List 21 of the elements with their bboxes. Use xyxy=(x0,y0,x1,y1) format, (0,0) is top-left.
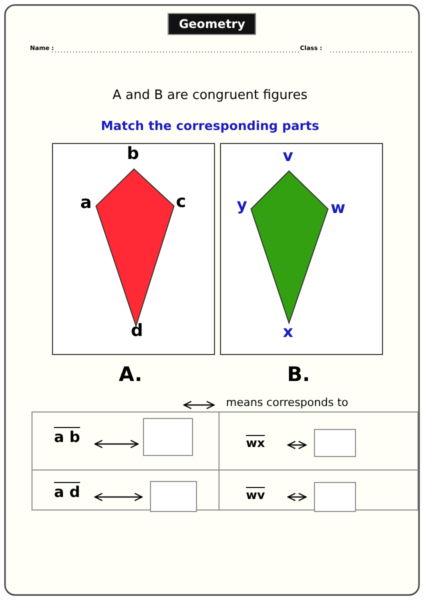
vertex-label: c xyxy=(176,194,186,211)
heading-text: A and B are congruent figures xyxy=(112,89,308,102)
figure-panel xyxy=(220,143,383,355)
figure-panel xyxy=(52,143,215,355)
vertex-label: b xyxy=(126,146,140,163)
vertex-label: w xyxy=(330,200,346,216)
segment-label: a b xyxy=(54,430,80,445)
segment-label: wx xyxy=(246,437,265,449)
legend-text: means corresponds to xyxy=(226,397,348,408)
vertex-label: a xyxy=(80,195,92,212)
segment-label: wv xyxy=(246,489,265,501)
vertex-label: d xyxy=(130,323,144,340)
vertex-label: y xyxy=(236,197,248,213)
figure-label: A. xyxy=(118,364,142,384)
title-banner: Geometry xyxy=(168,13,256,35)
figure-label: B. xyxy=(287,364,310,384)
kite-shape xyxy=(250,170,329,325)
vertex-label: v xyxy=(282,148,294,164)
segment-label: a d xyxy=(54,485,80,500)
vertex-label: x xyxy=(282,324,294,340)
instruction-text: Match the corresponding parts xyxy=(100,120,320,132)
